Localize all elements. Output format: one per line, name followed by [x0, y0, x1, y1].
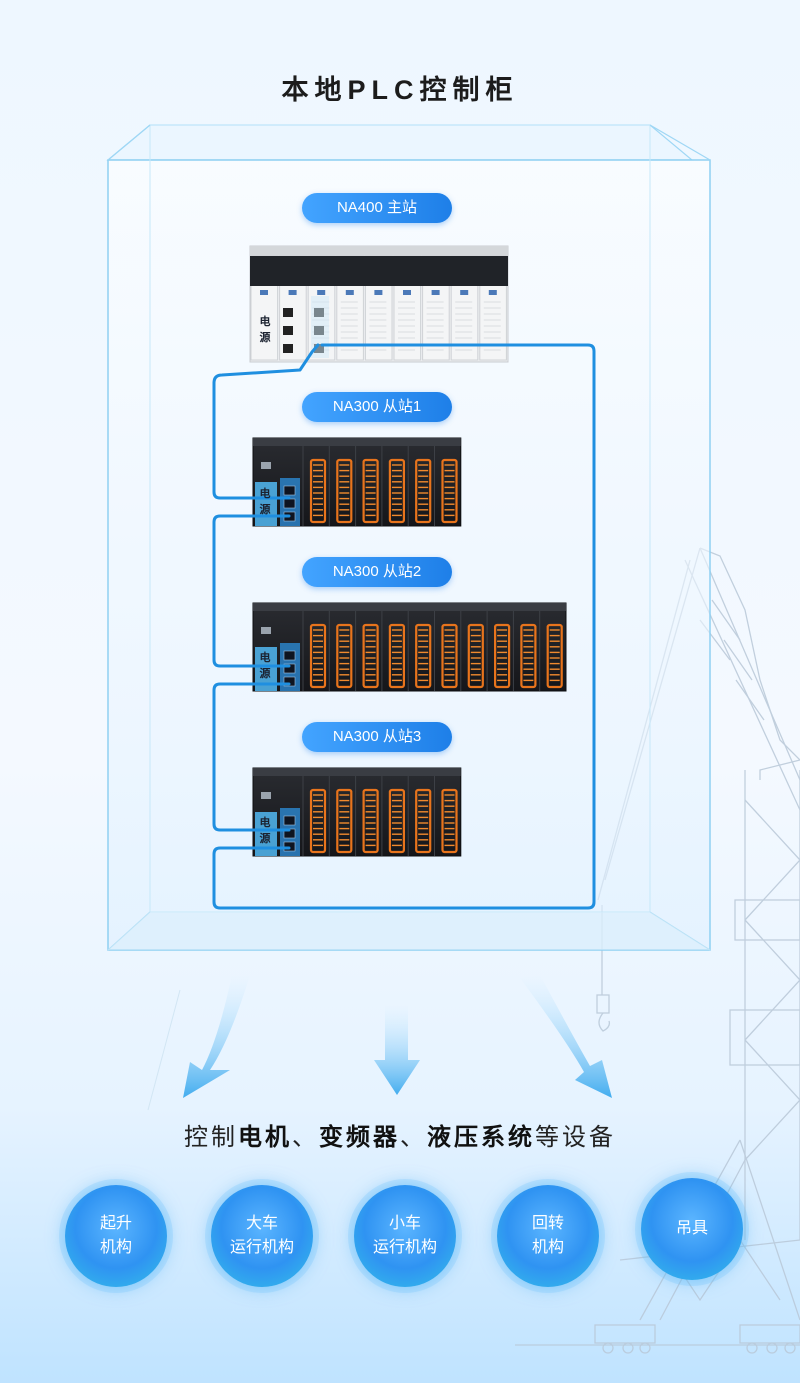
page-title: 本地PLC控制柜 — [281, 75, 519, 105]
io-terminal — [336, 788, 353, 854]
na300-slave-rack-1 — [252, 437, 462, 527]
io-terminal — [309, 458, 327, 524]
io-terminal — [388, 458, 405, 524]
io-terminal — [494, 623, 511, 689]
io-terminal — [362, 623, 379, 689]
na300-slave-rack-2 — [252, 602, 567, 692]
slave-station-3-label: NA300 从站3 — [302, 722, 452, 752]
slave-station-2-label: NA300 从站2 — [302, 557, 452, 587]
io-terminal — [415, 788, 432, 854]
slave1-power-label: 电源 — [259, 488, 271, 516]
io-terminal — [309, 788, 327, 854]
io-terminal — [441, 623, 458, 689]
control-caption: 控制电机、变频器、液压系统等设备 — [184, 1124, 616, 1151]
io-terminal — [388, 623, 405, 689]
ethernet-port-icon — [283, 344, 293, 353]
mechanism-gantry-travel: 大车运行机构 — [211, 1185, 313, 1287]
io-terminal — [336, 458, 353, 524]
ethernet-port-icon — [283, 326, 293, 335]
rack-logo-icon — [261, 792, 271, 799]
io-terminal — [441, 458, 458, 524]
slot-logo-icon — [460, 290, 469, 295]
slot-logo-icon — [488, 290, 497, 295]
na300-slave-rack-3 — [252, 767, 462, 857]
mechanism-spreader: 吊具 — [641, 1178, 743, 1280]
slot-logo-icon — [260, 290, 268, 295]
arrow-left-icon — [183, 975, 250, 1098]
arrow-right-icon — [520, 975, 612, 1098]
mechanism-trolley-travel: 小车运行机构 — [354, 1185, 456, 1287]
io-terminal — [309, 623, 327, 689]
ethernet-port-icon — [283, 650, 296, 661]
ethernet-cables — [212, 343, 596, 910]
slot-logo-icon — [431, 290, 440, 295]
slave3-power-label: 电源 — [259, 817, 271, 845]
flow-arrows — [147, 975, 612, 1111]
rack-logo-icon — [261, 627, 271, 634]
io-terminal — [336, 623, 353, 689]
ethernet-port-icon — [283, 663, 296, 674]
na400-master-rack — [249, 245, 509, 363]
ethernet-port-icon — [283, 676, 296, 687]
slave2-power-label: 电源 — [259, 652, 271, 680]
ethernet-port-icon — [283, 498, 296, 509]
slave-station-1-label: NA300 从站1 — [302, 392, 452, 422]
slot-logo-icon — [345, 290, 354, 295]
io-terminal — [546, 623, 563, 689]
ethernet-port-icon — [283, 308, 293, 317]
io-terminal — [388, 788, 405, 854]
slot-logo-icon — [317, 290, 326, 295]
io-terminal — [467, 623, 484, 689]
io-terminal — [362, 788, 379, 854]
master-power-label: 电源 — [259, 316, 271, 344]
ethernet-port-icon — [283, 485, 296, 496]
rack-logo-icon — [261, 462, 271, 469]
io-terminal — [415, 458, 432, 524]
slot-logo-icon — [374, 290, 383, 295]
io-terminal — [362, 458, 379, 524]
ethernet-port-icon — [283, 815, 296, 826]
arrow-center-icon — [374, 1005, 420, 1095]
io-terminal — [520, 623, 537, 689]
slot-logo-icon — [403, 290, 411, 295]
slot-logo-icon — [288, 290, 297, 295]
io-terminal — [415, 623, 432, 689]
io-terminal — [441, 788, 458, 854]
mechanism-slewing: 回转机构 — [497, 1185, 599, 1287]
mechanism-hoisting: 起升机构 — [65, 1185, 167, 1287]
master-station-label: NA400 主站 — [302, 193, 452, 223]
